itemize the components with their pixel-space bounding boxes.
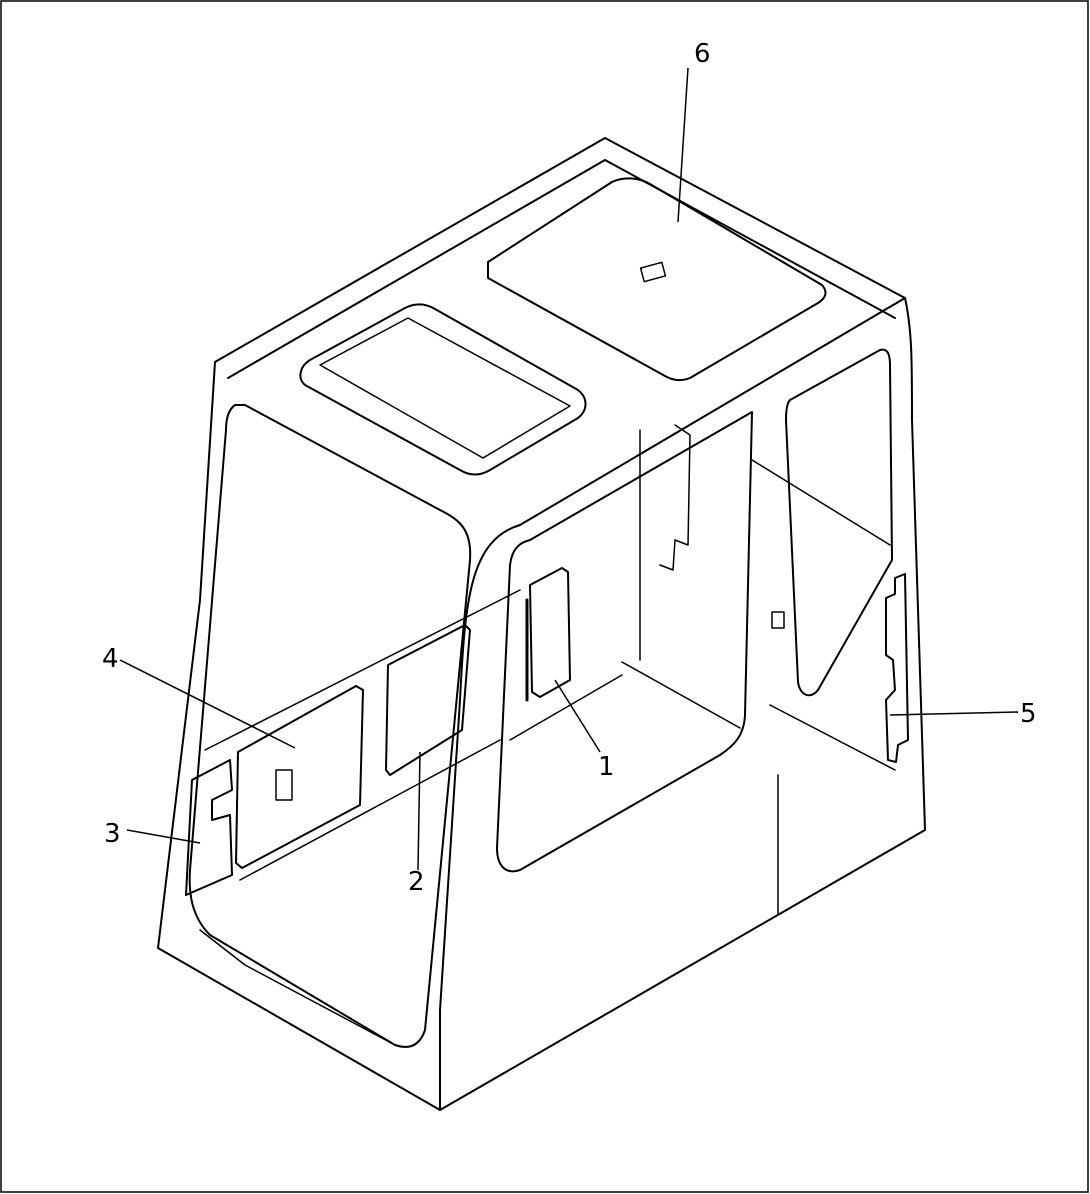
panel-part-4-hole xyxy=(275,769,293,801)
callout-1: 1 xyxy=(598,752,615,782)
cab-body xyxy=(157,137,926,1111)
front-left-pillar xyxy=(157,361,441,1111)
door-opening xyxy=(496,411,753,873)
callout-6: 6 xyxy=(694,39,711,69)
callout-3: 3 xyxy=(104,819,121,849)
interior-floor-edge xyxy=(239,739,501,881)
leader-2 xyxy=(417,751,421,871)
interior-bracket xyxy=(659,424,691,571)
leader-6 xyxy=(677,67,689,223)
rear-side-window xyxy=(785,348,893,697)
interior-rear-wall-top xyxy=(751,459,891,546)
callout-4: 4 xyxy=(102,644,119,674)
interior-rear-wall-bottom xyxy=(769,704,896,771)
front-right-pillar xyxy=(439,524,521,1111)
floor-line-2 xyxy=(509,674,623,741)
callouts: 1 2 3 4 5 6 xyxy=(102,39,1037,897)
leader-lines xyxy=(119,67,1019,871)
interior-left-rail xyxy=(204,589,521,751)
leader-4 xyxy=(119,659,296,749)
panel-part-2 xyxy=(385,624,471,776)
panel-part-4 xyxy=(235,685,364,869)
roof-skylight-opening xyxy=(299,303,587,476)
rear-wall-slot xyxy=(771,611,785,629)
right-rear-edge xyxy=(439,297,926,1111)
roof-outline xyxy=(214,137,906,526)
floor-line-1 xyxy=(621,661,741,729)
front-window-opening xyxy=(188,404,472,1048)
roof-panel-slot xyxy=(639,261,667,283)
callout-5: 5 xyxy=(1020,699,1037,729)
leader-1 xyxy=(554,679,601,753)
front-floor-edge xyxy=(199,929,396,1046)
roof-panel-part-6 xyxy=(487,177,827,382)
callout-2: 2 xyxy=(408,867,425,897)
panel-part-1 xyxy=(529,567,571,698)
leader-5 xyxy=(889,711,1019,716)
roof-skylight-inner xyxy=(319,317,571,459)
roof-inner-edge xyxy=(227,159,896,379)
bracket-part-3 xyxy=(185,759,233,896)
bracket-part-5 xyxy=(885,573,909,763)
leader-3 xyxy=(126,829,201,844)
